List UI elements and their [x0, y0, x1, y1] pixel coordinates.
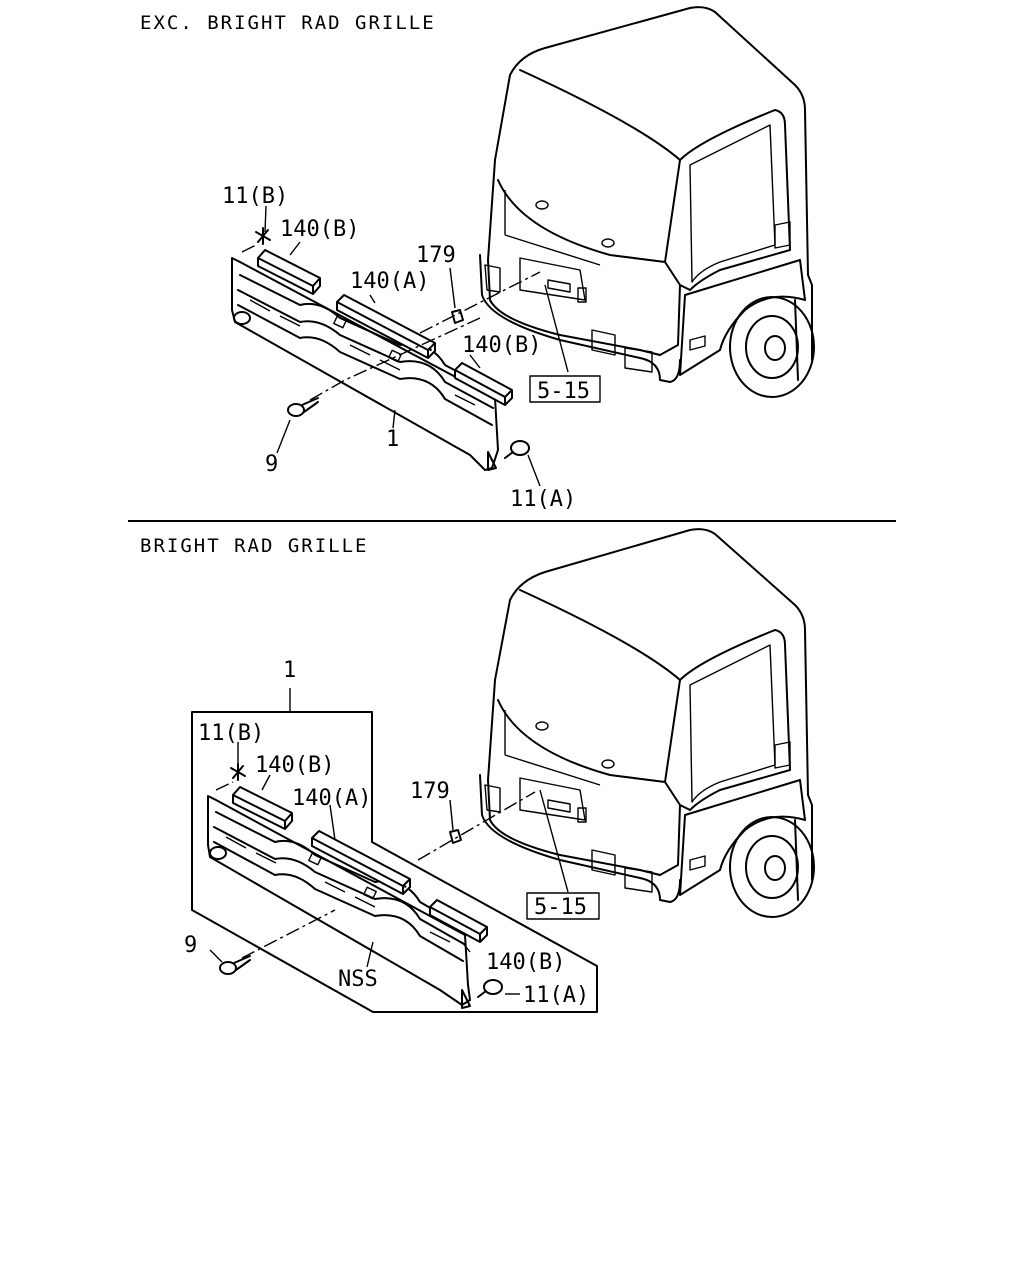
molding-140b-right [429, 899, 488, 943]
label-9: 9 [184, 933, 197, 958]
label-140a: 140(A) [292, 786, 371, 811]
label-140b-right: 140(B) [486, 950, 565, 975]
label-11b: 11(B) [222, 184, 288, 209]
section-title: EXC. BRIGHT RAD GRILLE [140, 12, 436, 34]
label-140b-right: 140(B) [462, 333, 541, 358]
label-nss: NSS [338, 967, 378, 992]
section-title: BRIGHT RAD GRILLE [140, 535, 368, 557]
label-179: 179 [416, 243, 456, 268]
clip-11b [230, 763, 246, 781]
label-140b-top: 140(B) [280, 217, 359, 242]
radiator-grille [207, 795, 471, 1009]
section-bright-rad-grille: BRIGHT RAD GRILLE [140, 528, 815, 1013]
label-1: 1 [283, 658, 296, 683]
section-exc-bright-rad-grille: EXC. BRIGHT RAD GRILLE [140, 6, 815, 512]
label-140a: 140(A) [350, 269, 429, 294]
screw-9 [287, 397, 319, 417]
molding-140b-right [454, 362, 513, 406]
clip-11a [477, 979, 503, 998]
screw-9 [219, 955, 251, 975]
clip-11a [504, 440, 530, 459]
clip-11b [255, 227, 271, 245]
label-179: 179 [410, 779, 450, 804]
molding-140b-left [232, 786, 293, 830]
reference-box [529, 375, 601, 403]
molding-140a [311, 830, 411, 895]
assembly-outline [191, 711, 598, 1013]
reference-box [526, 892, 600, 920]
truck-cab-illustration [479, 6, 815, 398]
reference-5-15: 5-15 [534, 895, 587, 920]
truck-cab-illustration [479, 528, 815, 918]
label-11b: 11(B) [198, 721, 264, 746]
molding-140b-left [257, 249, 321, 295]
label-11a: 11(A) [523, 983, 589, 1008]
reference-5-15: 5-15 [537, 379, 590, 404]
radiator-grille [231, 257, 499, 471]
label-9: 9 [265, 452, 278, 477]
clip-179 [449, 829, 462, 844]
label-11a: 11(A) [510, 487, 576, 512]
label-140b-top: 140(B) [255, 753, 334, 778]
label-1: 1 [386, 427, 399, 452]
molding-140a [336, 294, 436, 359]
